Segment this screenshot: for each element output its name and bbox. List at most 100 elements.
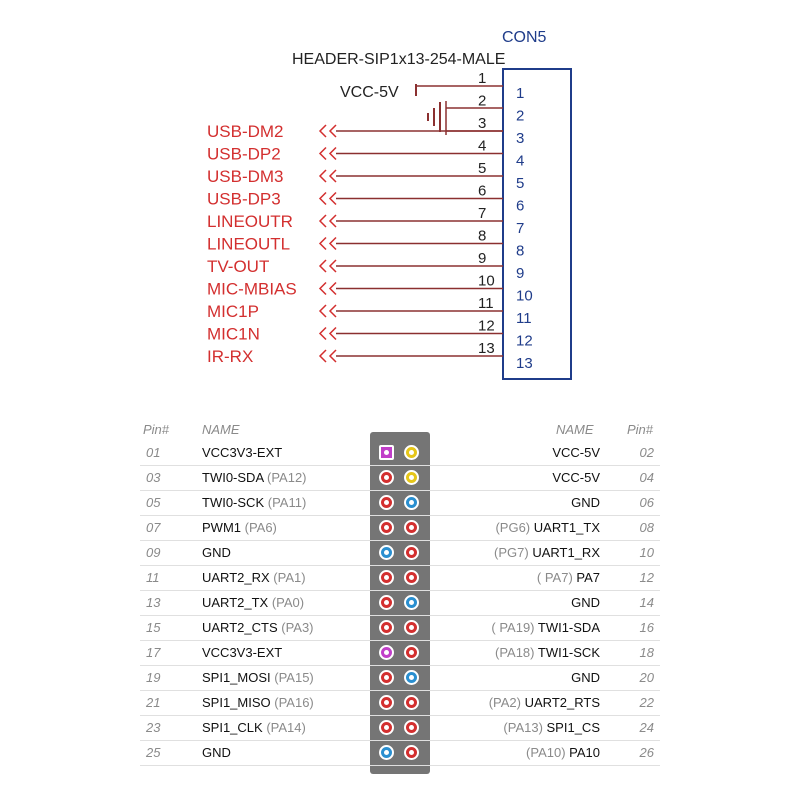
signal-label: LINEOUTL: [207, 235, 290, 254]
right-pin-name: GND: [571, 670, 600, 685]
left-pin-red: [379, 470, 394, 485]
pinout-row: 05 TWI0-SCK (PA11) GND 06: [140, 490, 660, 516]
right-pin-yellow: [404, 445, 419, 460]
offpage-arrow: [328, 236, 337, 251]
offpage-arrow: [328, 146, 337, 161]
wire-number: 9: [478, 250, 486, 267]
right-pin-blue: [404, 495, 419, 510]
wire-number: 7: [478, 205, 486, 222]
left-pin-red: [379, 620, 394, 635]
offpage-arrow: [318, 236, 327, 251]
schematic-wires: 1234567891011121312345678910111213USB-DM…: [207, 70, 533, 372]
left-pin-number: 07: [146, 520, 161, 535]
signal-label: IR-RX: [207, 347, 253, 366]
left-gpio-label: (PA1): [269, 570, 306, 585]
left-pin-number: 01: [146, 445, 161, 460]
left-gpio-label: (PA12): [263, 470, 307, 485]
wire-number: 12: [478, 318, 495, 335]
connector-pin-number: 10: [516, 288, 533, 305]
signal-label: USB-DP2: [207, 145, 281, 164]
offpage-arrow: [328, 191, 337, 206]
offpage-arrow: [328, 259, 337, 273]
offpage-arrow: [318, 146, 327, 161]
left-pin-number: 15: [146, 620, 161, 635]
right-pin-blue: [404, 595, 419, 610]
left-pin-name: TWI0-SCK (PA11): [202, 495, 307, 510]
connector-pin-number: 7: [516, 220, 524, 237]
right-pin-name: (PG7) UART1_RX: [494, 545, 600, 560]
left-pin-number: 23: [146, 720, 161, 735]
right-pin-name: GND: [571, 495, 600, 510]
right-gpio-label: (PA13): [503, 720, 547, 735]
left-pin-name: UART2_RX (PA1): [202, 570, 306, 585]
left-pin-blue: [379, 545, 394, 560]
connector-part-label: HEADER-SIP1x13-254-MALE: [292, 51, 505, 68]
offpage-arrow: [328, 124, 337, 138]
wire-number: 6: [478, 183, 486, 200]
right-pin-number: 04: [639, 470, 654, 485]
left-gpio-label: (PA3): [277, 620, 314, 635]
right-pin-name: ( PA19) TWI1-SDA: [491, 620, 600, 635]
right-pin-name: (PA13) SPI1_CS: [503, 720, 600, 735]
left-pin-number: 19: [146, 670, 161, 685]
offpage-arrow: [318, 169, 327, 183]
left-gpio-label: (PA11): [264, 495, 307, 510]
left-pin-red: [379, 495, 394, 510]
offpage-arrow: [318, 259, 327, 273]
right-pin-number: 06: [639, 495, 654, 510]
signal-label: MIC-MBIAS: [207, 280, 297, 299]
left-pin-red: [379, 695, 394, 710]
right-pin-name: ( PA7) PA7: [536, 570, 600, 585]
left-pin-red: [379, 595, 394, 610]
right-pin-red: [404, 645, 419, 660]
left-gpio-label: (PA0): [268, 595, 305, 610]
wire-number: 2: [478, 93, 486, 110]
wire-number: 1: [478, 70, 486, 87]
left-pin-name: VCC3V3-EXT: [202, 645, 283, 660]
left-pin-number: 05: [146, 495, 161, 510]
right-pin-number: 18: [639, 645, 654, 660]
right-pin-red: [404, 520, 419, 535]
left-pin-red: [379, 520, 394, 535]
right-pin-blue: [404, 670, 419, 685]
left-pin-name: GND: [202, 545, 231, 560]
offpage-arrow: [328, 349, 337, 363]
left-gpio-label: (PA16): [270, 695, 314, 710]
left-pin-name: SPI1_MISO (PA16): [202, 695, 314, 710]
connector-pin-number: 6: [516, 198, 524, 215]
right-pin-red: [404, 570, 419, 585]
right-pin-name: VCC-5V: [552, 445, 600, 460]
left-pin-name: UART2_TX (PA0): [202, 595, 305, 610]
connector-pin-number: 2: [516, 108, 524, 125]
left-pin-number: 13: [146, 595, 161, 610]
right-pin-red: [404, 620, 419, 635]
con5-schematic: CON5 HEADER-SIP1x13-254-MALE VCC-5V 1234…: [207, 29, 572, 380]
signal-label: MIC1P: [207, 302, 259, 321]
wire-number: 3: [478, 115, 486, 132]
wire-number: 4: [478, 138, 486, 155]
left-gpio-label: (PA15): [270, 670, 314, 685]
right-gpio-label: ( PA19): [491, 620, 538, 635]
offpage-arrow: [328, 281, 337, 296]
right-pin-number: 10: [639, 545, 654, 560]
left-pin-number: 11: [146, 570, 160, 585]
offpage-arrow: [318, 349, 327, 363]
right-pin-name: GND: [571, 595, 600, 610]
offpage-arrow: [328, 304, 337, 318]
header-left-pin: Pin#: [143, 422, 170, 437]
wire-number: 5: [478, 160, 486, 177]
signal-label: USB-DM3: [207, 167, 284, 186]
right-pin-number: 26: [639, 745, 654, 760]
wire-number: 10: [478, 273, 495, 290]
wire-number: 13: [478, 340, 495, 357]
left-pin-red: [379, 720, 394, 735]
left-pin-number: 25: [146, 745, 161, 760]
offpage-arrow: [318, 326, 327, 341]
